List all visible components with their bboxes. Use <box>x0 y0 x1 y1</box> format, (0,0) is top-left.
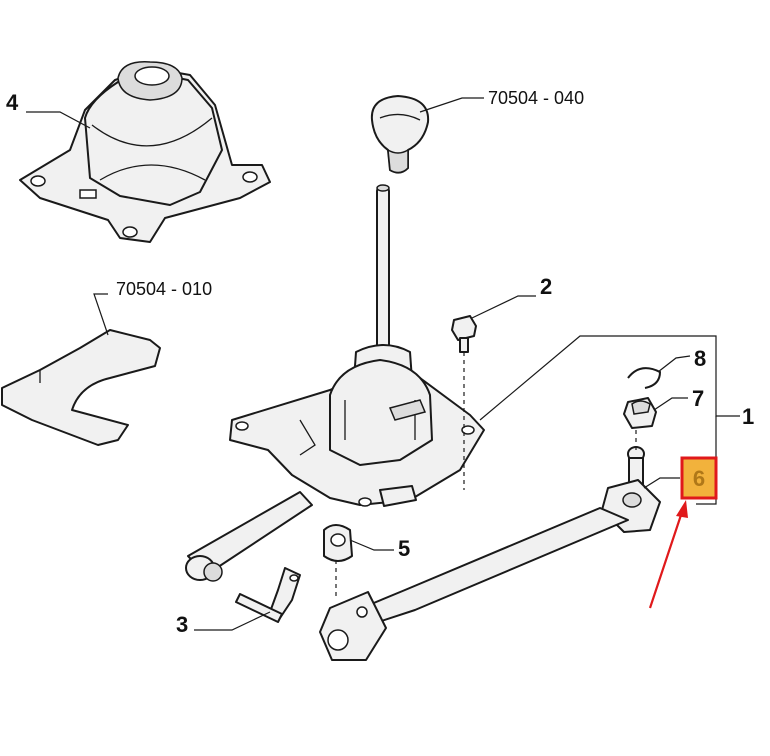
leader-2 <box>471 295 536 319</box>
selector-rod <box>185 491 313 623</box>
shift-lever-rod <box>353 184 413 389</box>
housing-part-1 <box>229 359 485 507</box>
leader-7 <box>653 397 688 411</box>
bushing-part-5 <box>323 524 353 562</box>
highlight-part-6: 6 <box>680 456 718 500</box>
label-part-2: 2 <box>540 274 552 299</box>
leader-8 <box>657 355 691 373</box>
leader-6 <box>643 477 680 489</box>
leader-5 <box>349 539 394 551</box>
label-ref-knob: 70504 - 040 <box>488 88 584 108</box>
label-part-1: 1 <box>742 404 754 429</box>
label-part-8: 8 <box>694 346 706 371</box>
label-part-6: 6 <box>693 466 705 491</box>
highlight-box <box>680 456 718 500</box>
label-part-4: 4 <box>6 90 19 115</box>
label-part-7: 7 <box>692 386 704 411</box>
gear-knob <box>370 95 430 174</box>
leader-knob <box>419 97 484 113</box>
label-ref-plate: 70504 - 010 <box>116 279 212 299</box>
leader-4 <box>26 111 91 129</box>
clip-part-8 <box>627 367 662 389</box>
mounting-plate <box>1 329 161 446</box>
label-part-3: 3 <box>176 612 188 637</box>
callout-arrow <box>648 500 688 609</box>
leader-1 <box>479 335 740 421</box>
bracket-1 <box>696 416 717 505</box>
label-part-5: 5 <box>398 536 410 561</box>
leader-3 <box>194 611 271 631</box>
gear-linkage-rod <box>319 507 629 661</box>
boot-part-4 <box>19 61 271 243</box>
leader-plate <box>93 293 109 336</box>
bolt-part-2 <box>451 315 477 353</box>
nut-part-7 <box>623 397 657 429</box>
